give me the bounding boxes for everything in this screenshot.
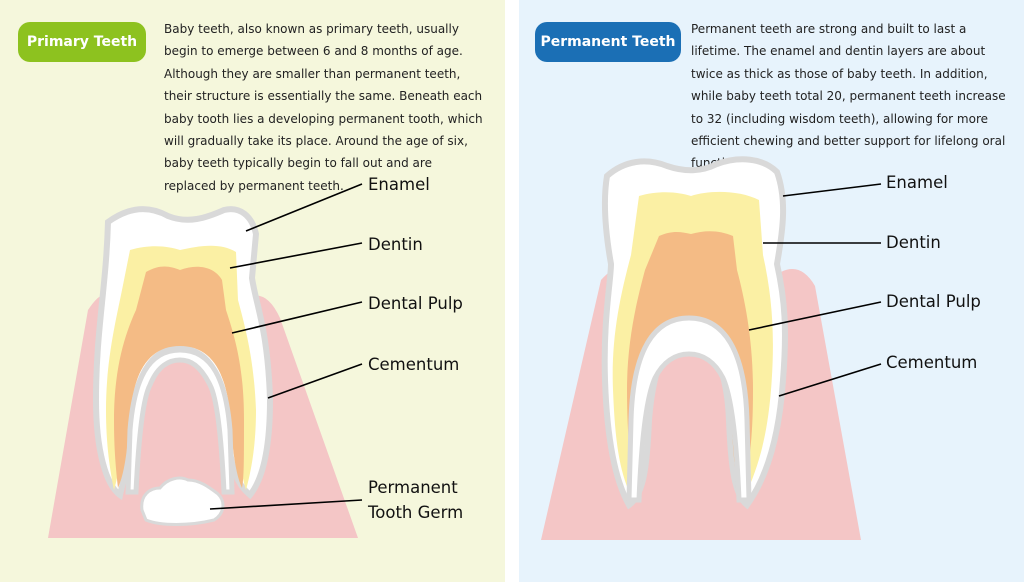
primary-pulp-leader — [231, 301, 363, 334]
primary-teeth-description: Baby teeth, also known as primary teeth,… — [164, 22, 483, 193]
primary-enamel-label: Enamel — [368, 175, 430, 194]
primary-cementum-leader — [267, 363, 363, 399]
permanent-teeth-panel: Permanent Teeth Permanent teeth are stro… — [519, 0, 1024, 582]
primary-tooth-germ — [140, 476, 225, 526]
primary-dentin-leader — [229, 242, 363, 269]
primary-inner-arch — [125, 347, 235, 495]
permanent-inner-arch — [626, 315, 752, 503]
permanent-cementum-leader — [778, 363, 882, 397]
permanent-cementum-label: Cementum — [886, 353, 977, 372]
permanent-teeth-badge: Permanent Teeth — [535, 22, 681, 62]
primary-teeth-panel: Primary Teeth Baby teeth, also known as … — [0, 0, 505, 582]
primary-teeth-badge: Primary Teeth — [18, 22, 146, 62]
primary-pulp-label: Dental Pulp — [368, 294, 463, 313]
permanent-enamel-label: Enamel — [886, 173, 948, 192]
primary-germ-label-line1: Permanent — [368, 478, 458, 497]
primary-pulp — [114, 266, 244, 488]
permanent-teeth-description: Permanent teeth are strong and built to … — [691, 22, 1006, 170]
permanent-pulp — [627, 231, 753, 496]
permanent-pulp-label: Dental Pulp — [886, 292, 981, 311]
permanent-enamel-leader — [782, 183, 882, 197]
primary-tooth-diagram: Enamel Dentin Dental Pulp Cementum Perma… — [48, 175, 463, 538]
primary-enamel-leader — [245, 183, 363, 232]
permanent-tooth-diagram: Enamel Dentin Dental Pulp Cementum — [541, 156, 981, 540]
primary-cementum-label: Cementum — [368, 355, 459, 374]
primary-dentin-label: Dentin — [368, 235, 423, 254]
permanent-pulp-leader — [748, 301, 882, 331]
primary-germ-leader — [209, 499, 363, 510]
permanent-dentin-label: Dentin — [886, 233, 941, 252]
primary-germ-label-line2: Tooth Germ — [367, 503, 463, 522]
